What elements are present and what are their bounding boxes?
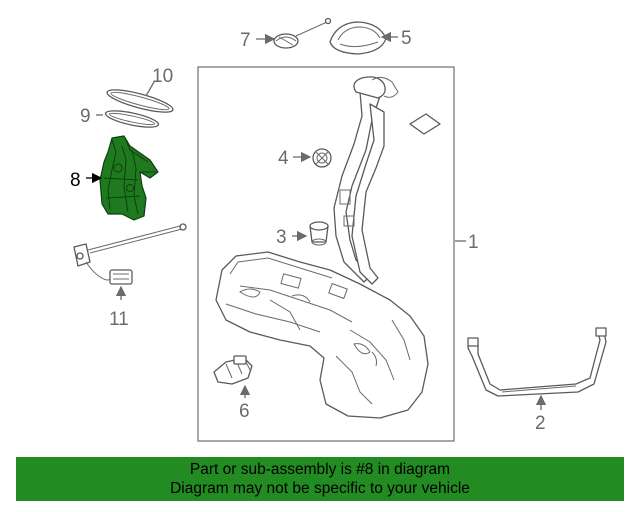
callout-5[interactable]: 5 <box>401 28 412 49</box>
callout-2[interactable]: 2 <box>535 413 546 434</box>
leader-10 <box>145 81 155 97</box>
banner-line-2: Diagram may not be specific to your vehi… <box>170 480 470 497</box>
part-11-sensor-harness[interactable] <box>73 223 187 285</box>
part-10-ring[interactable] <box>105 85 174 116</box>
callout-8[interactable]: 8 <box>70 170 81 191</box>
part-4-grommet[interactable] <box>312 148 332 168</box>
info-banner: Part or sub-assembly is #8 in diagram Di… <box>16 457 624 501</box>
clip-bracket <box>409 113 441 135</box>
callout-9[interactable]: 9 <box>80 106 91 127</box>
callout-1[interactable]: 1 <box>468 232 479 253</box>
callout-4[interactable]: 4 <box>278 148 289 169</box>
part-2-strap[interactable] <box>467 327 607 397</box>
callout-7[interactable]: 7 <box>240 30 251 51</box>
banner-line-1: Part or sub-assembly is #8 in diagram <box>189 461 451 478</box>
callout-3[interactable]: 3 <box>276 227 287 248</box>
part-7-cap[interactable] <box>273 17 332 49</box>
part-1-fuel-tank[interactable] <box>215 251 429 419</box>
parts-diagram: 7 5 10 9 8 11 <box>70 17 607 442</box>
callout-6[interactable]: 6 <box>239 401 250 422</box>
part-9-gasket[interactable] <box>104 108 160 131</box>
filler-neck <box>333 76 399 285</box>
part-6-connector[interactable] <box>213 355 253 385</box>
callout-11[interactable]: 11 <box>109 309 129 330</box>
part-3-plug[interactable] <box>309 221 329 246</box>
tank-frame <box>197 66 455 442</box>
part-5-seal[interactable] <box>329 21 387 55</box>
callout-10[interactable]: 10 <box>152 66 173 87</box>
part-8-fuel-pump-module[interactable] <box>99 135 159 221</box>
